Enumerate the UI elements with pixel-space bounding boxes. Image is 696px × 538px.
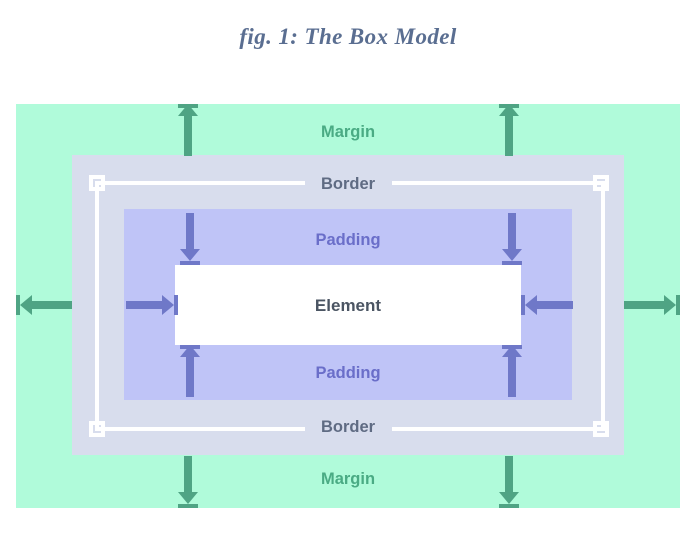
resize-handle-bottom-left-icon[interactable] [89, 421, 105, 437]
resize-handle-top-left-icon[interactable] [89, 175, 105, 191]
label-border-top: Border [320, 175, 376, 193]
border-guide-line-bottom-right [392, 427, 603, 431]
padding-arrow-top-left-icon [180, 213, 200, 265]
padding-arrow-left-icon [126, 295, 178, 315]
resize-handle-top-right-icon[interactable] [593, 175, 609, 191]
padding-arrow-bottom-right-icon [502, 345, 522, 397]
margin-arrow-top-right-icon [499, 104, 519, 156]
border-guide-line-top-right [392, 181, 603, 185]
margin-arrow-top-left-icon [178, 104, 198, 156]
label-margin-bottom: Margin [320, 470, 376, 488]
border-guide-line-bottom-left [97, 427, 305, 431]
margin-arrow-right-icon [624, 295, 680, 315]
label-element: Element [314, 296, 382, 315]
label-margin-top: Margin [320, 123, 376, 141]
padding-arrow-bottom-left-icon [180, 345, 200, 397]
margin-arrow-bottom-left-icon [178, 456, 198, 508]
padding-arrow-right-icon [521, 295, 573, 315]
element-layer [175, 265, 521, 345]
label-padding-bottom: Padding [315, 364, 381, 382]
label-padding-top: Padding [315, 231, 381, 249]
margin-arrow-bottom-right-icon [499, 456, 519, 508]
border-guide-line-top-left [97, 181, 305, 185]
resize-handle-bottom-right-icon[interactable] [593, 421, 609, 437]
margin-arrow-left-icon [16, 295, 72, 315]
page-title: fig. 1: The Box Model [239, 24, 457, 49]
border-guide-line-left [95, 181, 99, 431]
border-guide-line-right [601, 181, 605, 431]
padding-arrow-top-right-icon [502, 213, 522, 265]
label-border-bottom: Border [320, 418, 376, 436]
